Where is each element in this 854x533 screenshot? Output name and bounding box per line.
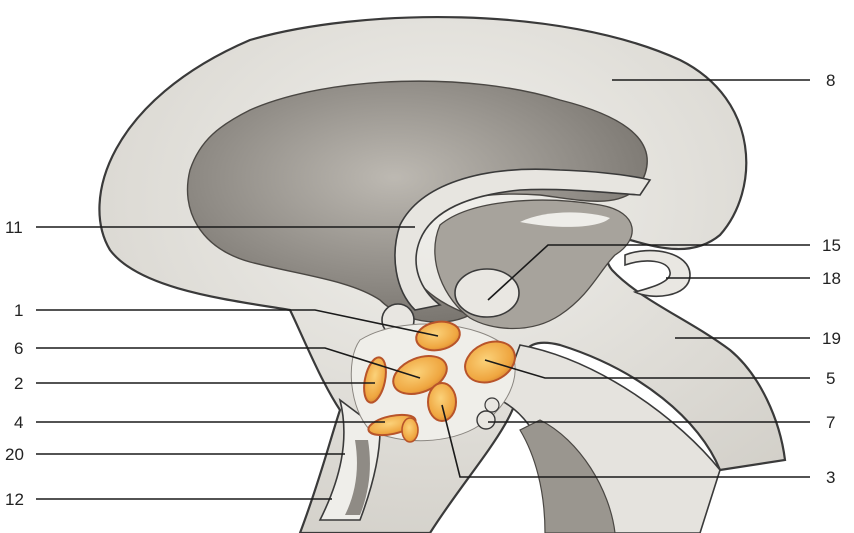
mammillary-body-2 — [485, 398, 499, 412]
label-4: 4 — [14, 413, 23, 432]
nucleus-4b — [402, 418, 418, 442]
label-12: 12 — [5, 490, 24, 509]
label-19: 19 — [822, 329, 841, 348]
round-structure — [455, 269, 519, 317]
label-15: 15 — [822, 236, 841, 255]
nucleus-3 — [428, 383, 456, 421]
label-11: 11 — [5, 218, 23, 237]
label-7: 7 — [826, 413, 835, 432]
label-5: 5 — [826, 369, 835, 388]
label-1: 1 — [14, 301, 23, 320]
label-6: 6 — [14, 339, 23, 358]
label-20: 20 — [5, 445, 24, 464]
label-18: 18 — [822, 269, 841, 288]
label-8: 8 — [826, 71, 835, 90]
label-3: 3 — [826, 468, 835, 487]
mammillary-body — [477, 411, 495, 429]
label-2: 2 — [14, 374, 23, 393]
